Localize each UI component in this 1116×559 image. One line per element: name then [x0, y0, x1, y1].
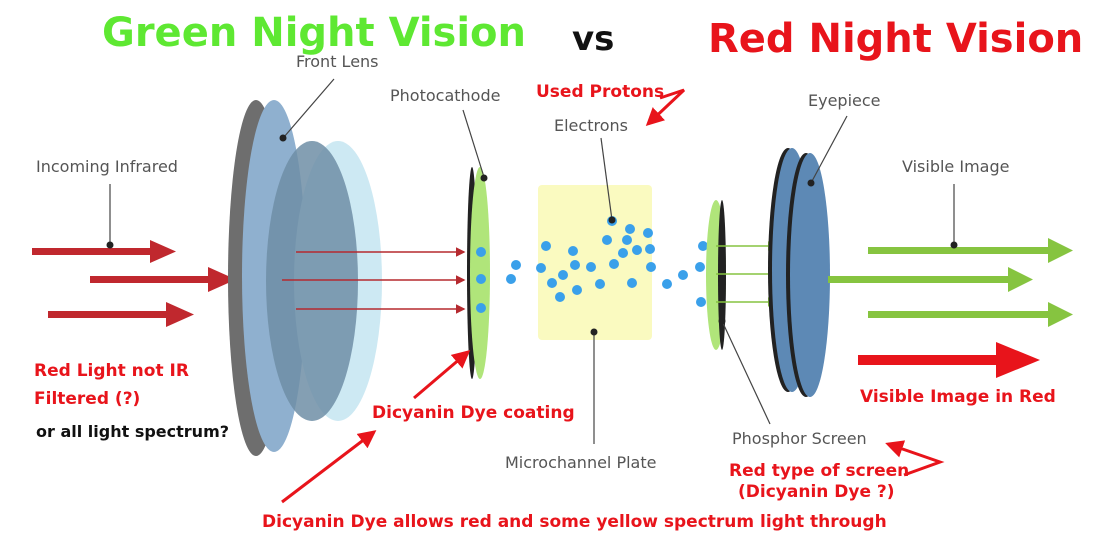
visible-arrow	[868, 238, 1073, 263]
electron	[646, 262, 656, 272]
visible-arrow	[828, 267, 1033, 292]
red-screen-annotation-line1: Red type of screen	[729, 461, 909, 481]
visible-image-label: Visible Image	[902, 157, 1009, 176]
electron	[572, 285, 582, 295]
electron	[476, 274, 486, 284]
electron	[602, 235, 612, 245]
electron	[476, 247, 486, 257]
phosphor-screen-label: Phosphor Screen	[732, 429, 867, 448]
visible-image-arrows	[828, 238, 1073, 327]
microchannel-plate-label: Microchannel Plate	[505, 453, 656, 472]
microchannel-plate	[538, 185, 652, 340]
visible-in-red-annotation: Visible Image in Red	[860, 387, 1056, 407]
electrons-label: Electrons	[554, 116, 628, 135]
incoming-infrared-arrows	[32, 240, 236, 327]
electron	[662, 279, 672, 289]
electron	[476, 303, 486, 313]
electron	[678, 270, 688, 280]
used-protons-annotation: Used Protons	[536, 82, 664, 102]
electron	[570, 260, 580, 270]
electron	[632, 245, 642, 255]
red-visible-arrow	[858, 342, 1040, 378]
electron	[618, 248, 628, 258]
phosphor-screen	[706, 200, 726, 350]
infrared-arrow	[90, 267, 236, 292]
photocathode	[467, 167, 490, 379]
electron	[547, 278, 557, 288]
vs-title: vs	[572, 19, 614, 59]
all-spectrum-annotation: or all light spectrum?	[36, 422, 229, 441]
electron	[595, 279, 605, 289]
red-light-annotation-line1: Red Light not IR	[34, 361, 189, 381]
used-protons-arrow	[645, 88, 686, 127]
screen-output-arrows	[716, 241, 778, 307]
photocathode-label: Photocathode	[390, 86, 500, 105]
electron	[698, 241, 708, 251]
infrared-arrow	[32, 240, 176, 263]
electron	[627, 278, 637, 288]
electron	[586, 262, 596, 272]
incoming-infrared-label: Incoming Infrared	[36, 157, 178, 176]
electron	[506, 274, 516, 284]
front-lens	[228, 100, 382, 456]
electron	[511, 260, 521, 270]
electron	[555, 292, 565, 302]
dicyanin-coating-arrow	[413, 350, 471, 400]
bottom-caption-arrow	[281, 430, 377, 504]
eyepiece-label: Eyepiece	[808, 91, 881, 110]
bottom-caption: Dicyanin Dye allows red and some yellow …	[262, 512, 887, 532]
dicyanin-coating-annotation: Dicyanin Dye coating	[372, 403, 575, 423]
eyepiece	[768, 148, 830, 397]
electron	[643, 228, 653, 238]
front-lens-label: Front Lens	[296, 52, 379, 71]
electron	[645, 244, 655, 254]
red-title: Red Night Vision	[708, 16, 1083, 62]
leader-lines	[106, 78, 958, 444]
red-screen-arrow	[885, 440, 945, 477]
electron	[609, 259, 619, 269]
electron	[622, 235, 632, 245]
green-title: Green Night Vision	[102, 10, 526, 56]
electron	[695, 262, 705, 272]
electron	[625, 224, 635, 234]
electron	[558, 270, 568, 280]
electron	[541, 241, 551, 251]
electron	[696, 297, 706, 307]
red-light-annotation-line2: Filtered (?)	[34, 389, 140, 409]
electron	[536, 263, 546, 273]
internal-ray-arrows	[282, 247, 466, 314]
electron	[568, 246, 578, 256]
infrared-arrow	[48, 302, 194, 327]
visible-arrow	[868, 302, 1073, 327]
red-screen-annotation-line2: (Dicyanin Dye ?)	[738, 482, 895, 502]
